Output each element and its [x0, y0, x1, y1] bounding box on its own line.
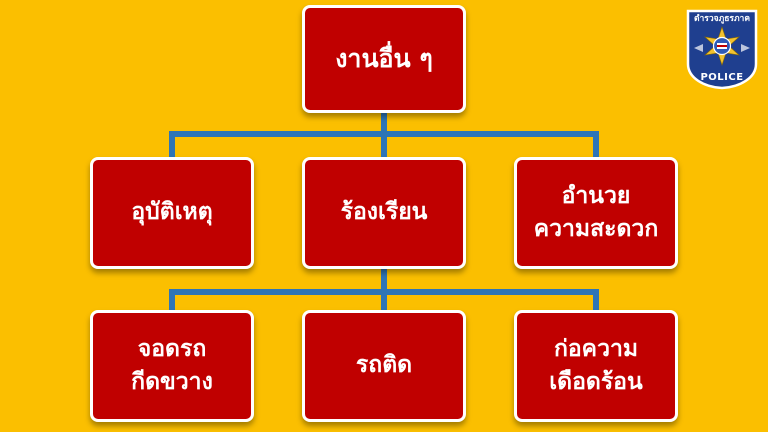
node-level2-obstruction: จอดรถ กีดขวาง — [90, 310, 254, 422]
node-level2-traffic-jam: รถติด — [302, 310, 466, 422]
node-level1-complaint: ร้องเรียน — [302, 157, 466, 269]
node-level1-accident: อุบัติเหตุ — [90, 157, 254, 269]
police-badge-logo: ตำรวจภูธรภาค POLICE — [684, 8, 760, 90]
node-root: งานอื่น ๆ — [302, 5, 466, 113]
police-badge-icon — [686, 9, 758, 90]
node-level1-facilitation: อำนวย ความสะดวก — [514, 157, 678, 269]
badge-top-text: ตำรวจภูธรภาค — [693, 14, 751, 24]
badge-bottom-text: POLICE — [700, 72, 744, 83]
node-level2-disturbance: ก่อความ เดือดร้อน — [514, 310, 678, 422]
